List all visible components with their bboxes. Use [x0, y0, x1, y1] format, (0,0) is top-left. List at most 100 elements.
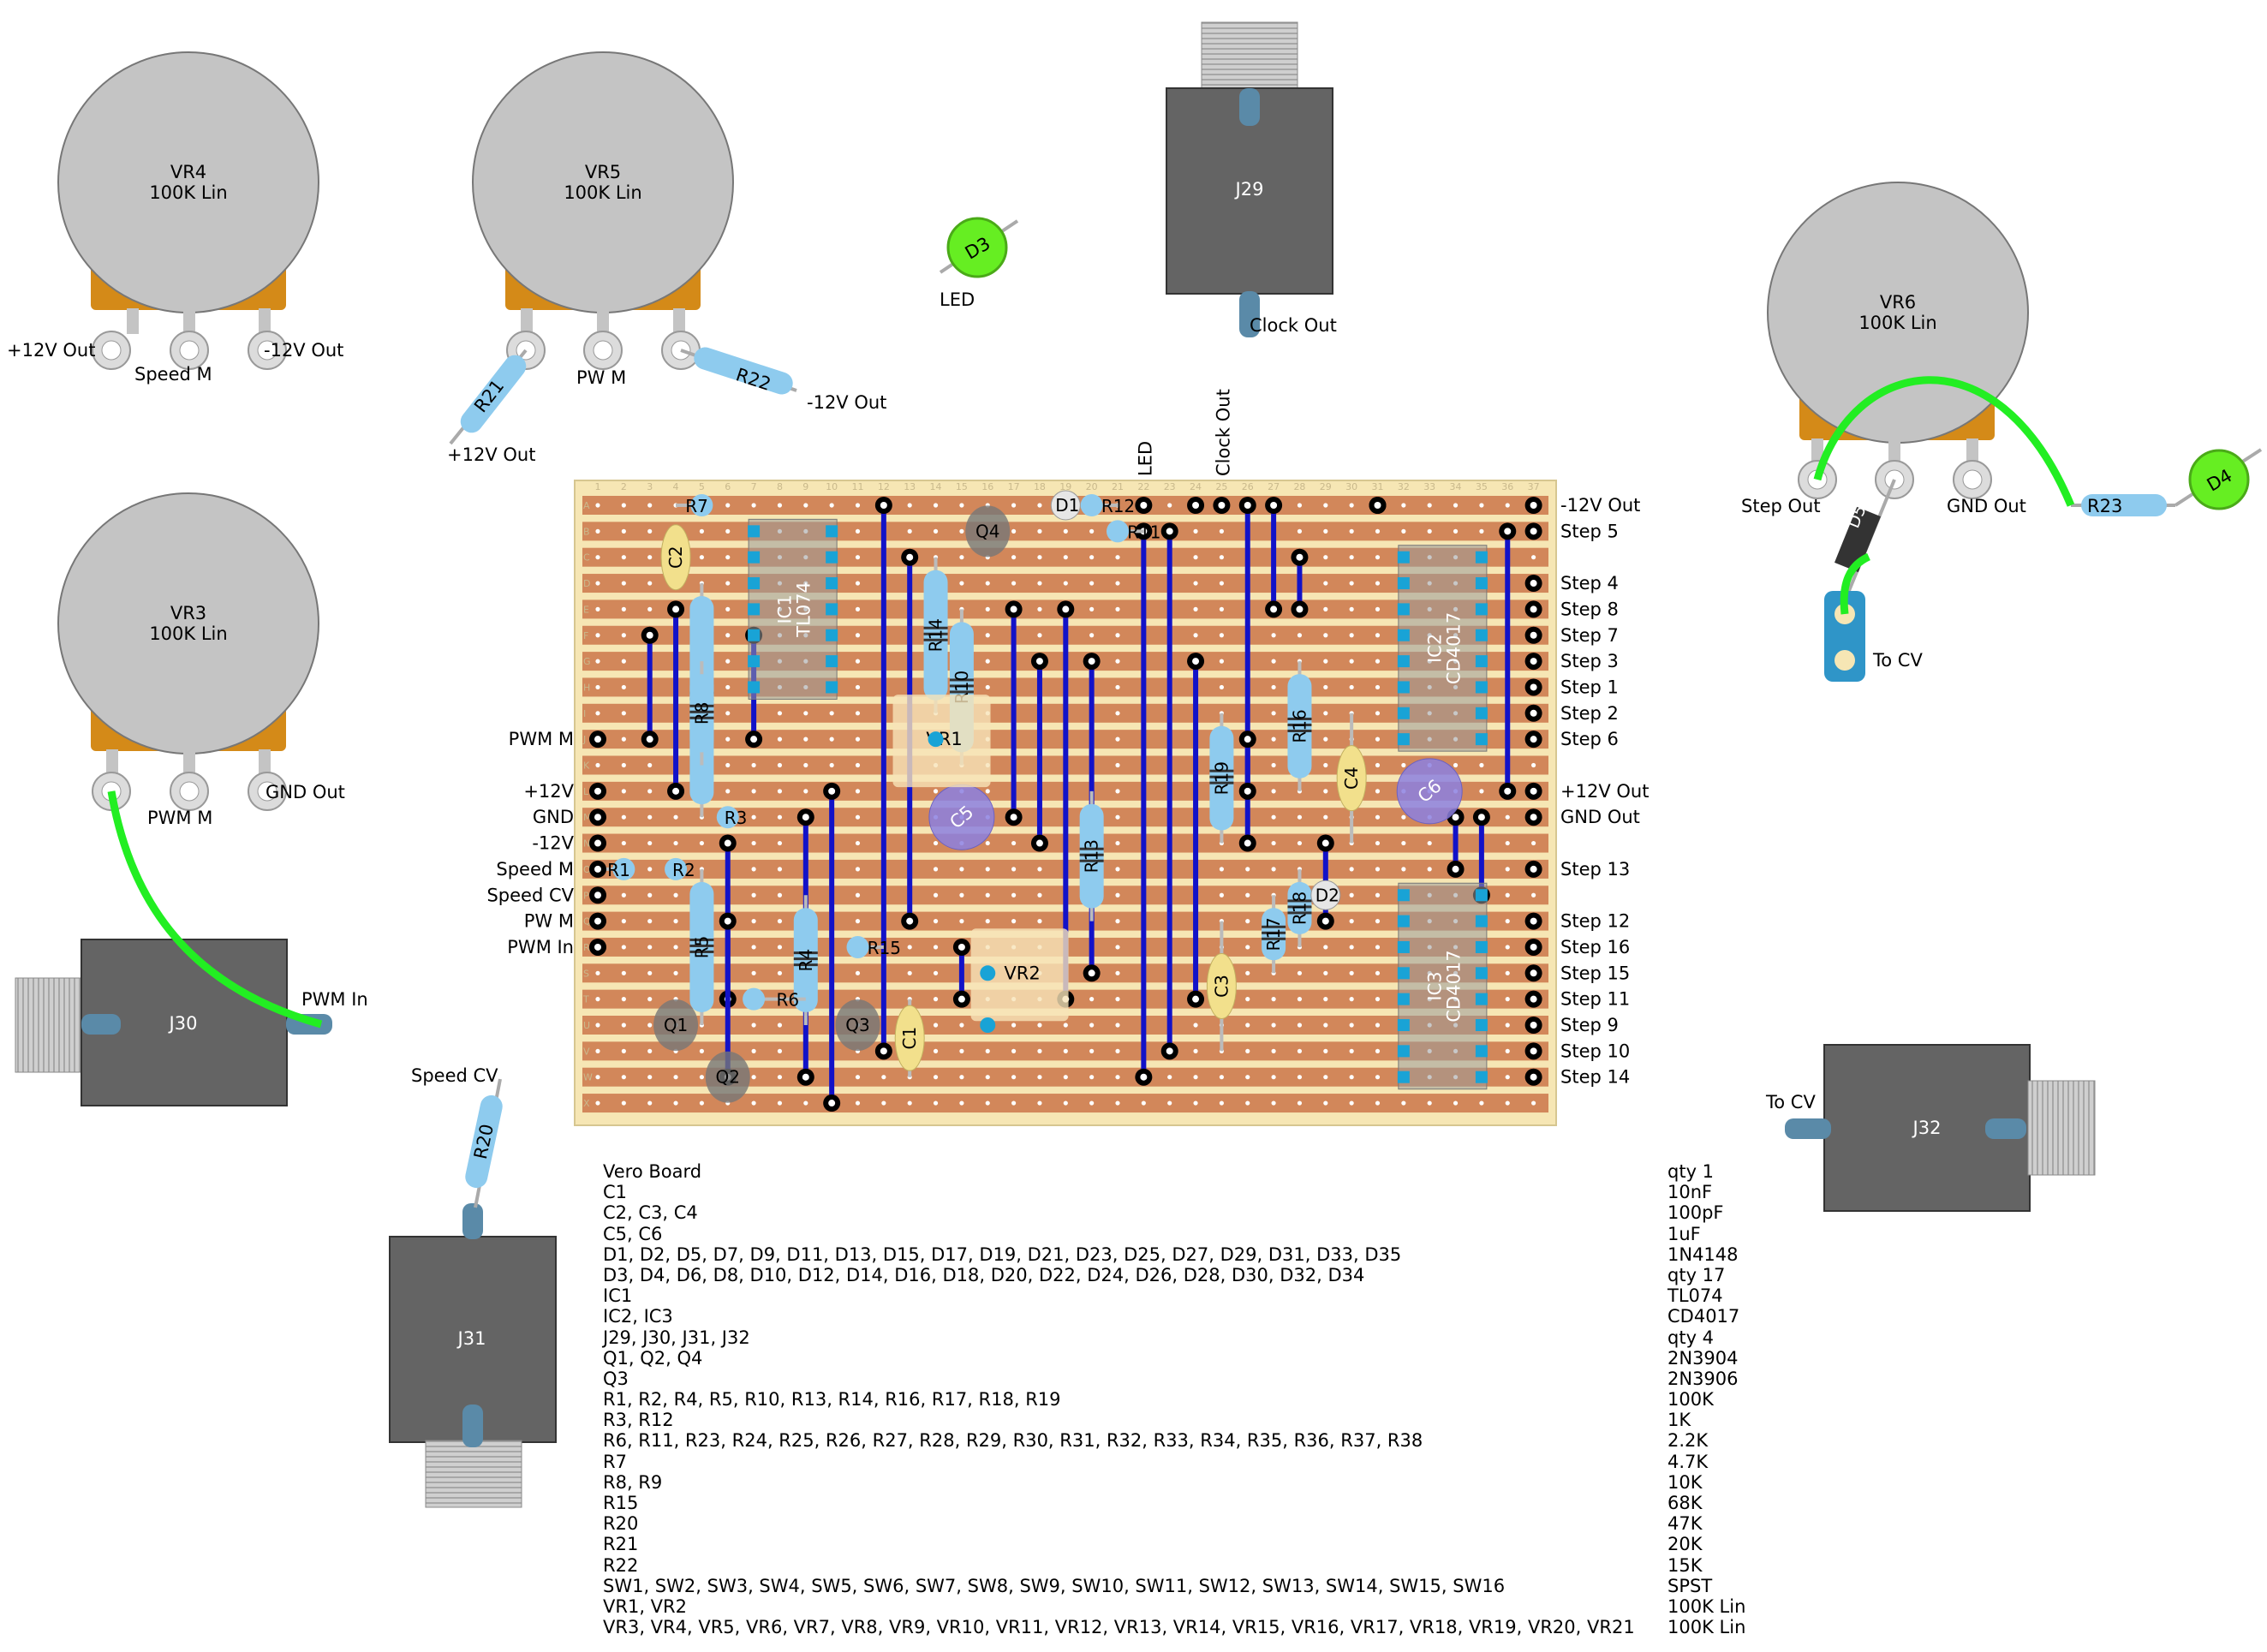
hole	[673, 970, 678, 975]
jack-name: J29	[1234, 179, 1264, 200]
hole	[1089, 997, 1095, 1002]
ic-pin	[1397, 940, 1410, 953]
hole	[1375, 1100, 1381, 1106]
hole	[1349, 1075, 1354, 1080]
ic-type: CD4017	[1443, 612, 1464, 684]
column-label: 16	[981, 481, 993, 492]
hole	[777, 945, 783, 950]
hole	[1193, 581, 1198, 586]
hole	[751, 970, 756, 975]
resistor-band	[949, 690, 974, 694]
row-label: G	[583, 656, 591, 667]
row-label: P	[583, 890, 589, 901]
ic-pin	[748, 525, 761, 538]
bom-part: C2, C3, C4	[603, 1202, 698, 1224]
hole	[855, 503, 861, 508]
resistor-label: R1	[607, 860, 630, 880]
hole	[1349, 997, 1354, 1002]
hole	[621, 970, 626, 975]
hole	[1349, 970, 1354, 975]
hole	[777, 762, 783, 768]
hole	[1193, 633, 1198, 638]
led-d4: D4	[2174, 448, 2263, 510]
ic-name: IC1	[775, 594, 796, 623]
bom-part: IC2, IC3	[603, 1306, 673, 1327]
bom-part: D1, D2, D5, D7, D9, D11, D13, D15, D17, …	[603, 1243, 1402, 1265]
resistor-label: R18	[1289, 892, 1309, 925]
row-label: X	[583, 1098, 590, 1109]
hole	[855, 970, 861, 975]
hole	[1063, 1075, 1068, 1080]
pot-pin-label: Speed M	[134, 364, 212, 385]
hole	[1323, 581, 1328, 586]
pot-pin-label: GND Out	[265, 782, 345, 802]
ic-ic2	[1398, 545, 1488, 752]
column-label: 25	[1215, 481, 1227, 492]
hole	[933, 1048, 939, 1053]
hole	[777, 737, 783, 742]
column-label: 14	[930, 481, 942, 492]
hole	[1089, 1048, 1095, 1053]
hole	[1349, 892, 1354, 898]
bom-value: SPST	[1667, 1575, 1713, 1596]
solder-hole	[1035, 658, 1043, 665]
hole	[1375, 892, 1381, 898]
wire-green	[107, 790, 323, 1029]
hole	[1323, 1075, 1328, 1080]
ic-pin	[1397, 629, 1410, 641]
ic-pin	[1397, 1045, 1410, 1058]
diode-label: D1	[1055, 495, 1079, 516]
solder-hole	[1270, 502, 1278, 509]
hole	[985, 659, 990, 664]
hole	[1245, 1048, 1250, 1053]
hole	[1271, 659, 1276, 664]
resistor-label: R5	[691, 936, 712, 959]
resistor-band	[1287, 911, 1312, 915]
hole	[1479, 528, 1484, 534]
column-label: 4	[673, 481, 679, 492]
ic-pin	[826, 551, 838, 564]
hole	[1505, 1100, 1510, 1106]
resistor-label: R19	[1211, 761, 1232, 795]
hole	[647, 581, 653, 586]
hole	[855, 659, 861, 664]
resistor-end	[612, 857, 635, 880]
hole	[1271, 814, 1276, 820]
resistor-end	[846, 935, 869, 958]
resistor-band	[1209, 769, 1234, 772]
pad-hole	[1530, 1047, 1537, 1055]
hole	[1037, 1048, 1042, 1053]
hole	[1089, 606, 1095, 612]
hole	[881, 1075, 886, 1080]
solder-hole	[1270, 605, 1278, 613]
hole	[803, 737, 808, 742]
bom-part: R6, R11, R23, R24, R25, R26, R27, R28, R…	[603, 1430, 1423, 1452]
bom-part: VR1, VR2	[603, 1595, 687, 1617]
hole	[1219, 1075, 1224, 1080]
bom-value: 68K	[1667, 1493, 1703, 1513]
column-label: 1	[595, 481, 601, 492]
hole	[1505, 997, 1510, 1002]
solder-hole	[828, 787, 836, 795]
hole	[1271, 762, 1276, 768]
jack-j31: J31 Speed CV	[389, 1065, 557, 1508]
edge-label: Step 6	[1560, 729, 1619, 749]
jack-j32: J32 To CV	[1765, 1044, 2096, 1212]
capacitor-body	[894, 1005, 925, 1071]
pot-vr5: VR5 100K Lin PW M	[472, 51, 734, 388]
hole	[1297, 503, 1303, 508]
bom-part: R21	[603, 1534, 639, 1555]
hole	[829, 503, 834, 508]
solder-hole	[1010, 605, 1017, 613]
column-label: 15	[956, 481, 968, 492]
hole	[1115, 711, 1120, 716]
hole	[1349, 1023, 1354, 1028]
ic-pin	[1475, 1071, 1488, 1083]
hole	[959, 1048, 964, 1053]
hole	[959, 1023, 964, 1028]
edge-label: Step 2	[1560, 703, 1619, 724]
hole	[725, 684, 731, 690]
